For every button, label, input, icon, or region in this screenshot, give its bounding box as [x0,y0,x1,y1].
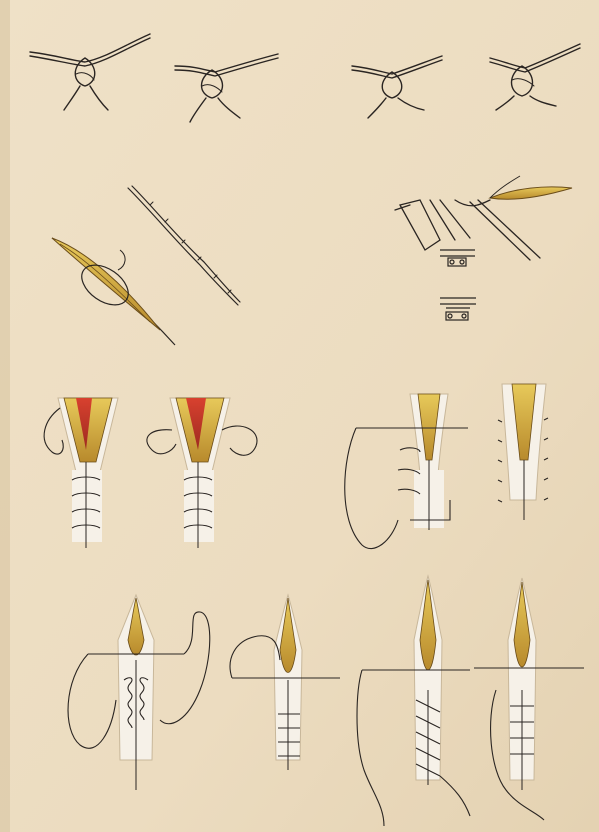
paper-edge-left [0,0,10,832]
